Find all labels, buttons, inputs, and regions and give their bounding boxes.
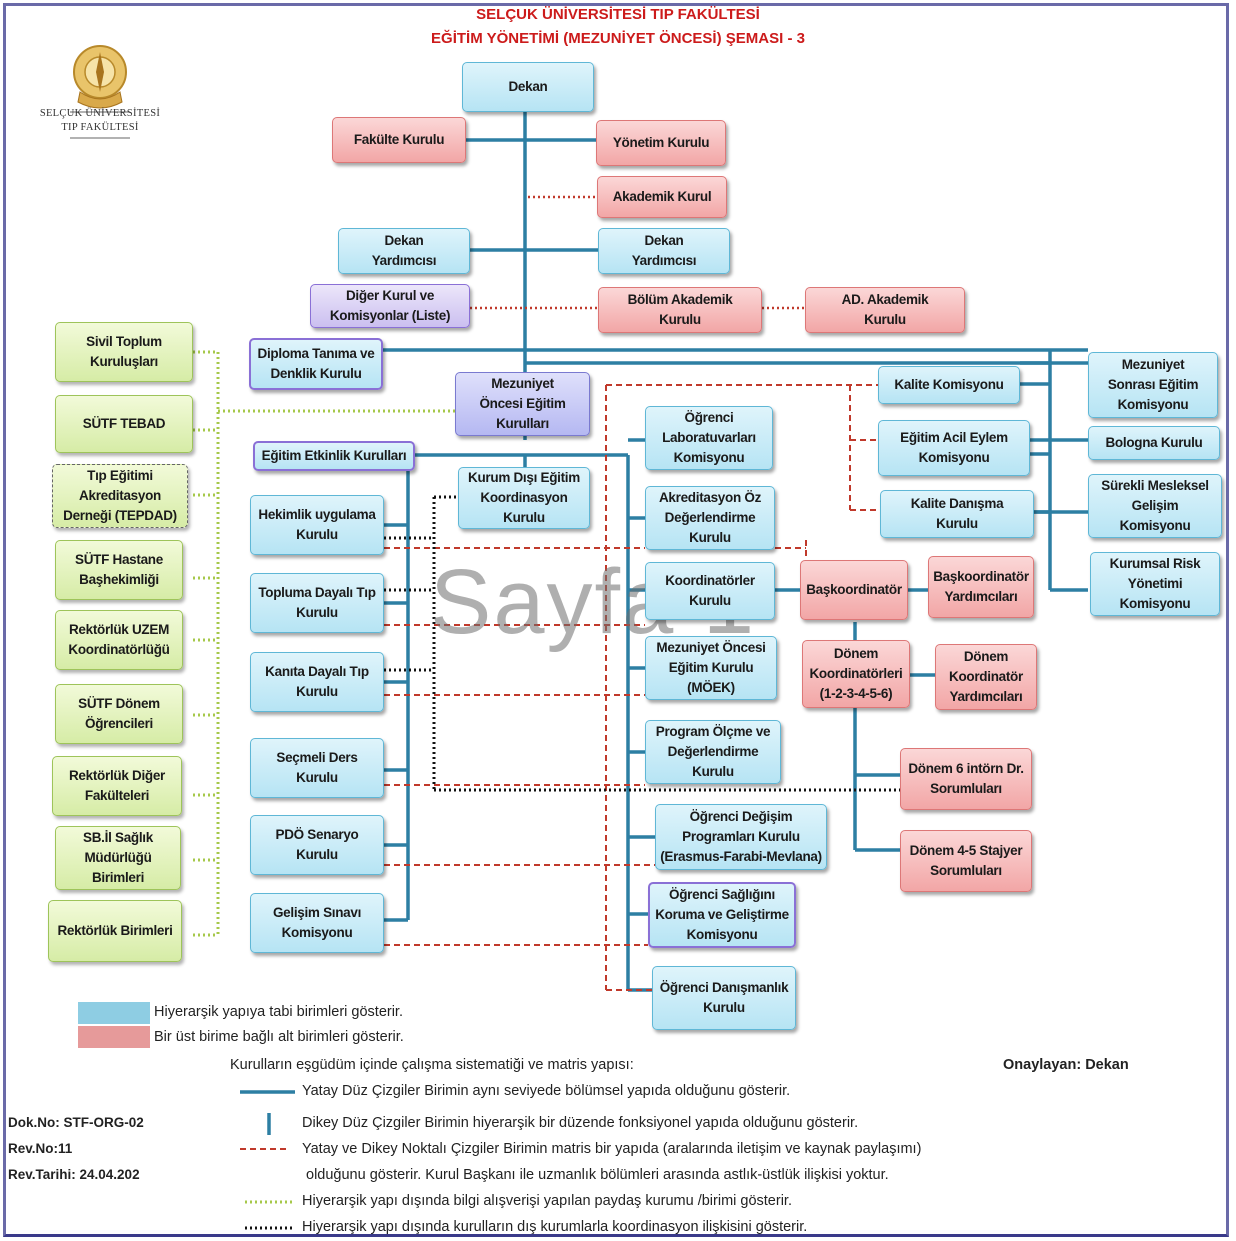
box-program-olcme: Program Ölçme ve Değerlendirme Kurulu bbox=[645, 720, 781, 784]
box-ogrenci-danismanlik: Öğrenci Danışmanlık Kurulu bbox=[652, 966, 796, 1030]
box-donem-koordinator-yrd: Dönem Koordinatör Yardımcıları bbox=[935, 644, 1037, 710]
box-kalite-danisma: Kalite Danışma Kurulu bbox=[880, 490, 1034, 538]
legend-heading: Kurulların eşgüdüm içinde çalışma sistem… bbox=[230, 1057, 634, 1073]
approved-by: Onaylayan: Dekan bbox=[1003, 1057, 1129, 1073]
box-ad-akademik: AD. Akademik Kurulu bbox=[805, 287, 965, 333]
box-kurumsal-risk: Kurumsal Risk Yönetimi Komisyonu bbox=[1090, 552, 1220, 616]
box-diploma: Diploma Tanıma ve Denklik Kurulu bbox=[249, 338, 383, 390]
box-egitim-acil: Eğitim Acil Eylem Komisyonu bbox=[878, 420, 1030, 476]
box-topluma: Topluma Dayalı Tıp Kurulu bbox=[250, 573, 384, 633]
box-bologna: Bologna Kurulu bbox=[1088, 426, 1220, 460]
box-kanita: Kanıta Dayalı Tıp Kurulu bbox=[250, 652, 384, 712]
box-pdo: PDÖ Senaryo Kurulu bbox=[250, 815, 384, 875]
box-hekimlik: Hekimlik uygulama Kurulu bbox=[250, 495, 384, 555]
box-ogrenci-lab: Öğrenci Laboratuvarları Komisyonu bbox=[645, 406, 773, 470]
legend-blue-text: Hiyerarşik yapıya tabi birimleri gösteri… bbox=[154, 1004, 403, 1020]
box-sutf-tebad: SÜTF TEBAD bbox=[55, 395, 193, 453]
box-rektorluk-birimleri: Rektörlük Birimleri bbox=[48, 900, 182, 962]
box-egitim-etkinlik: Eğitim Etkinlik Kurulları bbox=[253, 441, 415, 471]
legend-line3b: olduğunu gösterir. Kurul Başkanı ile uzm… bbox=[306, 1167, 889, 1183]
box-bolum-akademik: Bölüm Akademik Kurulu bbox=[598, 287, 762, 333]
box-mezuniyet-oncesi: Mezuniyet Öncesi Eğitim Kurulları bbox=[455, 372, 590, 436]
box-surekli-mesleksel: Sürekli Mesleksel Gelişim Komisyonu bbox=[1088, 474, 1222, 538]
legend-red-swatch bbox=[78, 1026, 150, 1048]
legend-line2: Dikey Düz Çizgiler Birimin hiyerarşik bi… bbox=[302, 1115, 859, 1131]
page-border bbox=[3, 3, 1229, 1237]
box-kalite-komisyonu: Kalite Komisyonu bbox=[878, 366, 1020, 404]
box-baskoordinator: Başkoordinatör bbox=[800, 560, 908, 620]
box-dekan: Dekan bbox=[462, 62, 594, 112]
box-dekan-yardimcisi-1: Dekan Yardımcısı bbox=[338, 228, 470, 274]
box-sb-il-saglik: SB.İl Sağlık Müdürlüğü Birimleri bbox=[55, 826, 181, 890]
box-donem-koordinatorleri: Dönem Koordinatörleri (1-2-3-4-5-6) bbox=[802, 640, 910, 708]
box-yonetim-kurulu: Yönetim Kurulu bbox=[596, 120, 726, 166]
box-koordinatorler: Koordinatörler Kurulu bbox=[645, 562, 775, 620]
university-logo-icon bbox=[70, 45, 130, 139]
box-sutf-hastane: SÜTF Hastane Başhekimliği bbox=[55, 540, 183, 600]
legend-line1: Yatay Düz Çizgiler Birimin aynı seviyede… bbox=[302, 1083, 791, 1099]
box-dekan-yardimcisi-2: Dekan Yardımcısı bbox=[598, 228, 730, 274]
box-baskoordinator-yrd: Başkoordinatör Yardımcıları bbox=[928, 556, 1034, 618]
doc-number: Dok.No: STF-ORG-02 bbox=[8, 1115, 144, 1130]
logo-text-line1: SELÇUK ÜNİVERSİTESİ bbox=[39, 108, 161, 119]
box-ogrenci-degisim: Öğrenci Değişim Programları Kurulu (Eras… bbox=[655, 804, 827, 870]
legend-line5: Hiyerarşik yapı dışında kurulların dış k… bbox=[302, 1219, 808, 1235]
legend-line3a: Yatay ve Dikey Noktalı Çizgiler Birimin … bbox=[302, 1141, 922, 1157]
box-rektorluk-diger: Rektörlük Diğer Fakülteleri bbox=[52, 756, 182, 816]
legend-blue-swatch bbox=[78, 1002, 150, 1024]
rev-date: Rev.Tarihi: 24.04.202 bbox=[8, 1167, 140, 1182]
box-akreditasyon-oz: Akreditasyon Öz Değerlendirme Kurulu bbox=[645, 486, 775, 550]
box-moek: Mezuniyet Öncesi Eğitim Kurulu (MÖEK) bbox=[645, 636, 777, 700]
box-donem45: Dönem 4-5 Stajyer Sorumluları bbox=[900, 830, 1032, 892]
box-secmeli: Seçmeli Ders Kurulu bbox=[250, 738, 384, 798]
box-donem6: Dönem 6 intörn Dr. Sorumluları bbox=[900, 748, 1032, 810]
box-sivil-toplum: Sivil Toplum Kuruluşları bbox=[55, 322, 193, 382]
box-diger-kurul: Diğer Kurul ve Komisyonlar (Liste) bbox=[310, 284, 470, 328]
box-kurum-disi: Kurum Dışı Eğitim Koordinasyon Kurulu bbox=[458, 467, 590, 529]
box-tepdad: Tıp Eğitimi Akreditasyon Derneği (TEPDAD… bbox=[52, 464, 188, 528]
box-akademik-kurul: Akademik Kurul bbox=[597, 176, 727, 218]
box-mezuniyet-sonrasi: Mezuniyet Sonrası Eğitim Komisyonu bbox=[1088, 352, 1218, 418]
box-gelisim: Gelişim Sınavı Komisyonu bbox=[250, 893, 384, 953]
legend-red-text: Bir üst birime bağlı alt birimleri göste… bbox=[154, 1029, 404, 1045]
rev-number: Rev.No:11 bbox=[8, 1141, 73, 1156]
legend-line4: Hiyerarşik yapı dışında bilgi alışverişi… bbox=[302, 1193, 792, 1209]
chart-title-line2: EĞİTİM YÖNETİMİ (MEZUNİYET ÖNCESİ) ŞEMAS… bbox=[431, 30, 805, 47]
chart-title-line1: SELÇUK ÜNİVERSİTESİ TIP FAKÜLTESİ bbox=[476, 6, 760, 23]
box-fakulte-kurulu: Fakülte Kurulu bbox=[332, 117, 466, 163]
box-sutf-donem-ogrencileri: SÜTF Dönem Öğrencileri bbox=[55, 684, 183, 744]
logo-text-line2: TIP FAKÜLTESİ bbox=[61, 122, 139, 133]
box-rektorluk-uzem: Rektörlük UZEM Koordinatörlüğü bbox=[55, 610, 183, 670]
box-ogrenci-sagligi: Öğrenci Sağlığını Koruma ve Geliştirme K… bbox=[648, 882, 796, 948]
